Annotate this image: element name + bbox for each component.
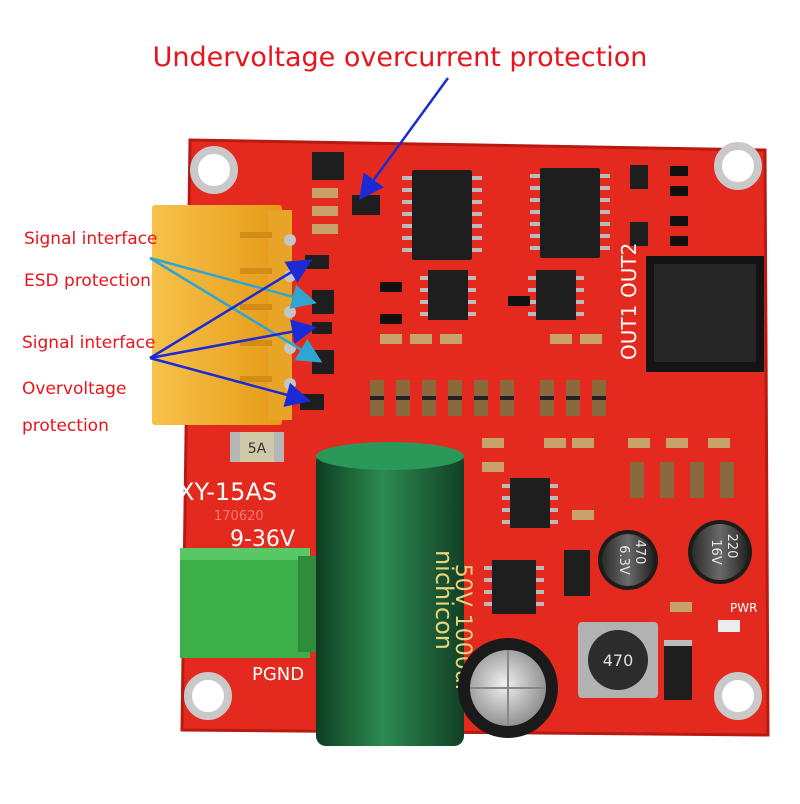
arrow-esd-2	[149, 256, 323, 363]
label-overvoltage-line1: Overvoltage	[22, 379, 127, 399]
ic-u8	[502, 478, 558, 528]
arrow-overvoltage	[149, 356, 311, 407]
label-esd-protection: ESD protection	[24, 271, 151, 291]
pgnd-text: PGND	[252, 664, 304, 685]
transistors	[312, 152, 648, 246]
voltage-range-text: 9-36V	[230, 527, 295, 552]
ic-u1	[402, 170, 482, 260]
arrow-esd-1	[149, 256, 317, 309]
label-overvoltage-line2: protection	[22, 416, 109, 436]
capacitor-c4: 470 6.3V	[598, 530, 658, 590]
arrow-undervoltage	[359, 77, 450, 201]
c4-voltage: 6.3V	[616, 545, 631, 575]
ic-u2	[530, 168, 610, 258]
pwr-led	[718, 620, 740, 632]
silkscreen: XY-15AS 170620 9-36V PGND PWR OUT1 OUT2	[178, 243, 757, 685]
label-signal-interface-2: Signal interface	[22, 333, 156, 353]
ic-u6	[528, 270, 584, 320]
smd-resistors	[312, 166, 730, 612]
out1-text: OUT1	[617, 305, 641, 360]
label-undervoltage-overcurrent: Undervoltage overcurrent protection	[152, 42, 648, 73]
c26-value: 220	[724, 534, 739, 559]
diode-row	[370, 380, 734, 498]
diode-d7	[664, 640, 692, 700]
model-text: XY-15AS	[178, 478, 277, 506]
fuse-text: 5A	[248, 441, 267, 457]
label-signal-interface-1: Signal interface	[24, 229, 158, 249]
capacitor-nichicon: nichicon 50V 1000uF	[316, 442, 475, 746]
pwr-text: PWR	[730, 601, 757, 615]
mounting-holes	[184, 142, 762, 720]
c4-value: 470	[632, 540, 647, 565]
capacitor-c8	[458, 638, 558, 738]
date-code-text: 170620	[214, 509, 264, 524]
connector-p3	[646, 256, 764, 372]
ic-u3	[484, 560, 544, 614]
inductor-l1: 470	[578, 622, 658, 698]
out2-text: OUT2	[617, 243, 641, 298]
inductor-value: 470	[603, 651, 634, 670]
ic-u4	[420, 270, 476, 320]
terminal-block-p1	[152, 205, 296, 425]
diode-d9	[564, 550, 590, 596]
arrow-signal-2	[149, 319, 317, 360]
terminal-block-p2	[180, 548, 320, 658]
c26-voltage: 16V	[708, 539, 723, 565]
arrow-signal-1	[149, 259, 313, 360]
cap-brand: nichicon	[430, 550, 458, 650]
fuse-f2: 5A	[230, 432, 284, 462]
annotation-arrows	[149, 77, 450, 407]
capacitor-c26: 220 16V	[688, 520, 752, 584]
